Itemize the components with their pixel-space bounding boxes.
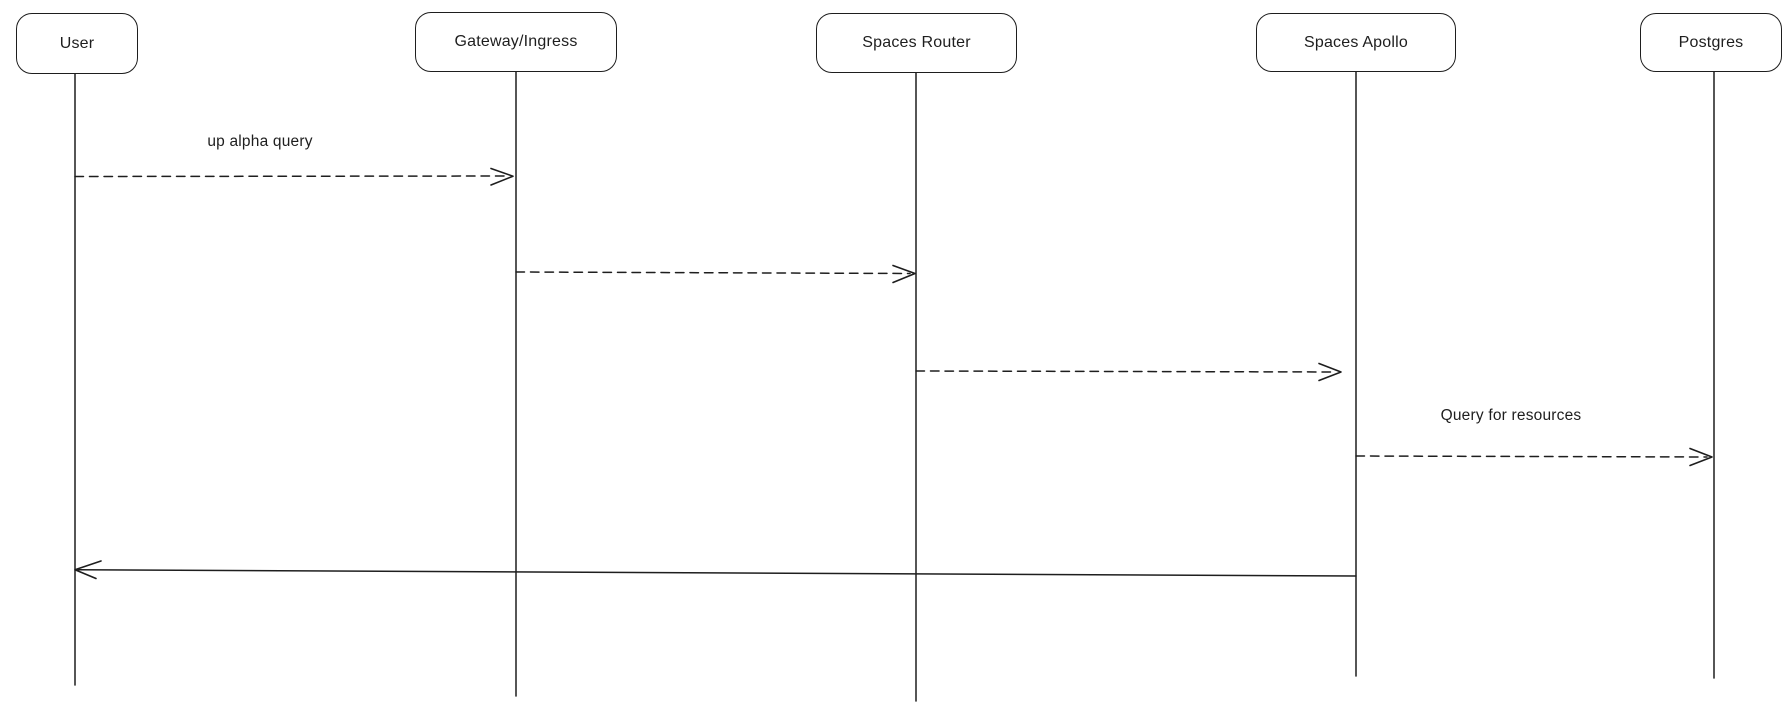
actor-box-spaces-router: Spaces Router (816, 13, 1017, 73)
actor-label-gateway-ingress: Gateway/Ingress (454, 33, 578, 50)
actor-label-postgres: Postgres (1678, 33, 1744, 51)
message-line (915, 370, 1337, 373)
message-arrow-apollo-to-user (74, 560, 1357, 580)
actor-box-spaces-apollo: Spaces Apollo (1256, 13, 1456, 72)
actor-box-gateway-ingress: Gateway/Ingress (415, 12, 617, 72)
message-label-query-for-resources: Query for resources (1440, 407, 1582, 424)
actor-box-user: User (16, 13, 138, 74)
actor-label-spaces-router: Spaces Router (862, 34, 971, 51)
message-label-up-alpha-query: up alpha query (207, 133, 313, 150)
message-arrow-apollo-to-postgres (1355, 447, 1713, 467)
actor-label-user: User (59, 34, 95, 52)
message-line (74, 175, 509, 178)
actor-box-postgres: Postgres (1640, 13, 1782, 72)
actor-label-spaces-apollo: Spaces Apollo (1303, 33, 1408, 51)
message-line (77, 569, 1357, 577)
arrowhead-right-icon (1689, 447, 1713, 467)
message-line (1355, 455, 1708, 458)
arrowhead-right-icon (490, 167, 514, 186)
arrowhead-left-icon (74, 560, 102, 580)
message-arrow-gateway-to-router (515, 264, 916, 284)
message-line (515, 271, 911, 275)
message-arrow-user-to-gateway (74, 167, 514, 186)
arrowhead-right-icon (892, 264, 916, 284)
message-arrow-router-to-apollo (915, 362, 1342, 382)
arrowhead-right-icon (1318, 362, 1342, 382)
